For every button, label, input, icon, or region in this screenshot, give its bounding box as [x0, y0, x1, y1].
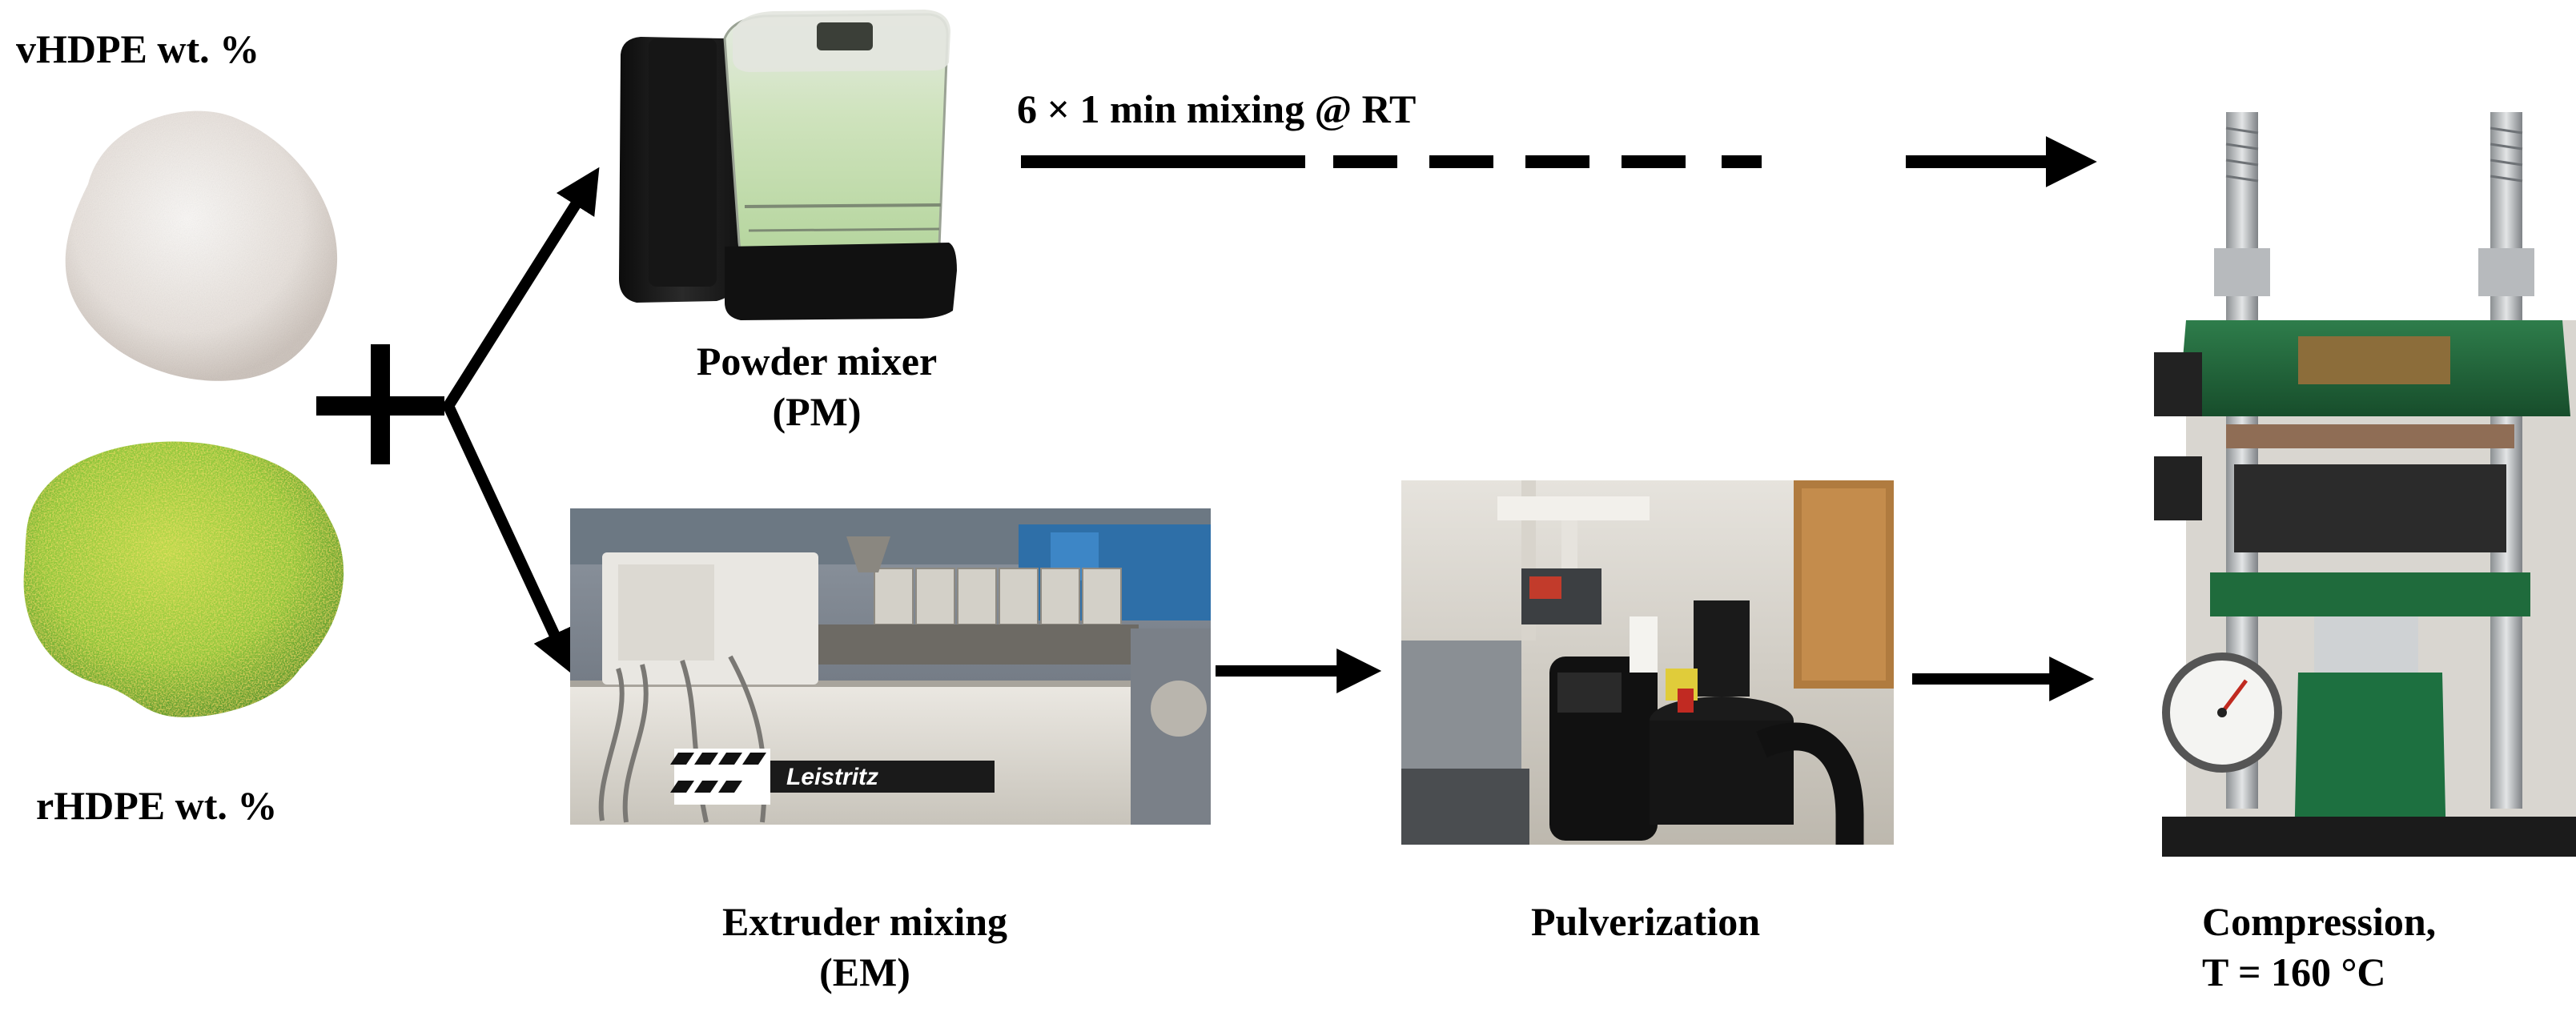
powder-mixer-image	[619, 10, 957, 320]
vhdpe-powder-image	[65, 110, 338, 381]
pulverizer-image	[1401, 480, 1894, 845]
compression-label: Compression, T = 160 °C	[2202, 897, 2436, 997]
powder-mixer-label-line2: (PM)	[772, 388, 862, 434]
extruder-mixing-label-line2: (EM)	[819, 949, 910, 994]
forked-arrow-icon	[443, 167, 600, 675]
vhdpe-label: vHDPE wt. %	[16, 26, 260, 71]
extruder-image: Leistritz	[570, 508, 1211, 825]
powder-mixer-label-line1: Powder mixer	[696, 339, 938, 383]
extruder-mixing-label-line1: Extruder mixing	[721, 899, 1008, 944]
extruder-brand-text: Leistritz	[786, 764, 878, 790]
pm-process-label: 6 × 1 min mixing @ RT	[1017, 86, 1417, 131]
extruder-mixing-label: Extruder mixing (EM)	[665, 897, 1065, 997]
powder-mixer-label: Powder mixer (PM)	[657, 336, 977, 436]
rhdpe-label: rHDPE wt. %	[36, 783, 278, 828]
compression-label-line2: T = 160 °C	[2202, 949, 2386, 994]
compression-press-image	[2154, 112, 2576, 857]
pulverization-label: Pulverization	[1530, 899, 1761, 944]
rhdpe-powder-image	[23, 441, 344, 717]
compression-label-line1: Compression,	[2202, 899, 2437, 944]
plus-icon	[316, 344, 444, 464]
leistritz-logo: Leistritz	[670, 749, 995, 805]
